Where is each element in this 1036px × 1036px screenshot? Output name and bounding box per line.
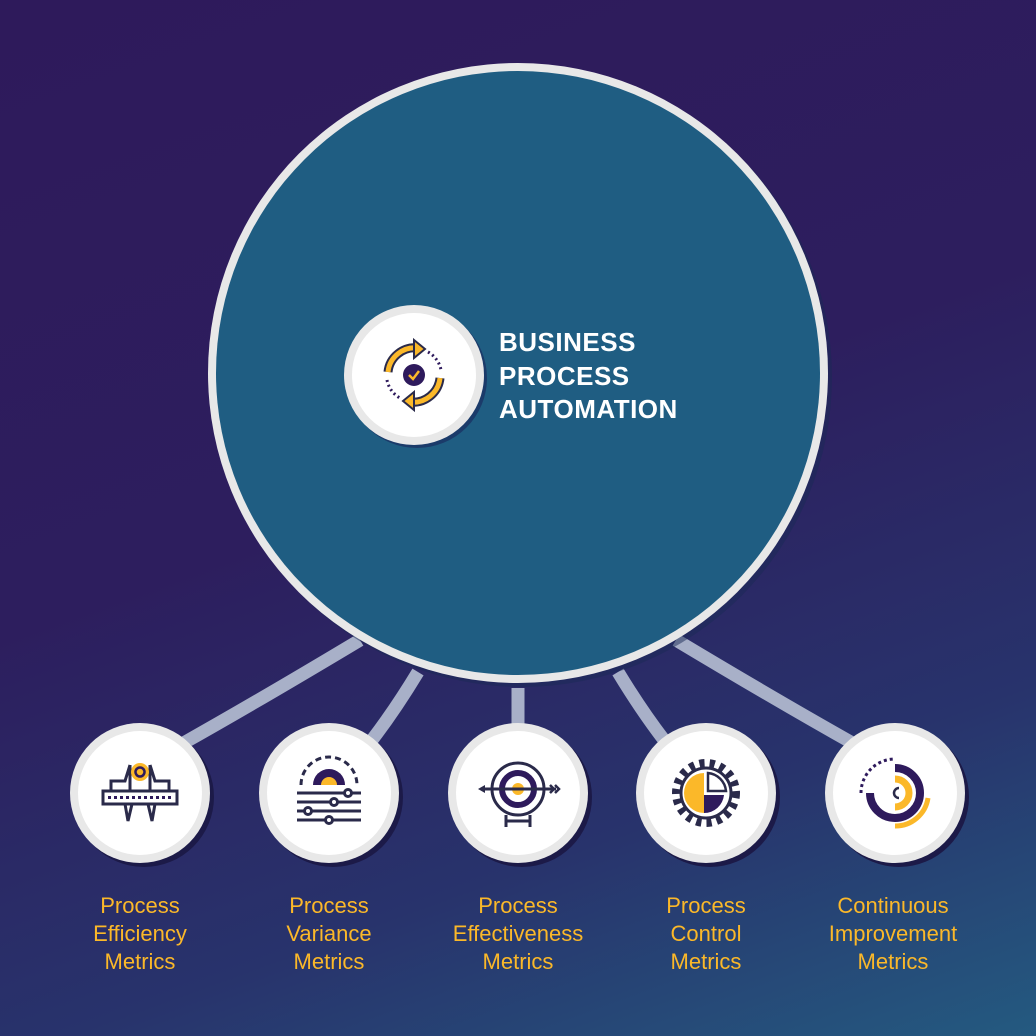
automation-cycle-check-icon [344, 305, 487, 448]
title-line: AUTOMATION [499, 394, 678, 424]
label-line: Continuous [837, 893, 949, 918]
concentric-progress-icon [825, 723, 969, 867]
label-line: Improvement [828, 921, 958, 946]
label-line: Metrics [293, 949, 365, 974]
label-process-efficiency-metrics: Process Efficiency Metrics [50, 892, 230, 976]
connector-variance [366, 668, 424, 744]
label-line: Effectiveness [452, 921, 584, 946]
caliper-icon [70, 723, 214, 867]
main-circle [216, 71, 820, 675]
label-process-control-metrics: Process Control Metrics [616, 892, 796, 976]
label-line: Process [666, 893, 746, 918]
connector-efficiency [176, 634, 364, 751]
connector-control [612, 668, 670, 744]
metric-circles [70, 723, 969, 867]
target-arrow-icon [448, 723, 592, 867]
center-title: BUSINESS PROCESS AUTOMATION [499, 326, 678, 427]
label-process-variance-metrics: Process Variance Metrics [239, 892, 419, 976]
label-line: Variance [286, 921, 372, 946]
label-line: Metrics [670, 949, 742, 974]
connector-improvement [672, 634, 860, 751]
label-line: Process [478, 893, 558, 918]
label-line: Metrics [104, 949, 176, 974]
label-line: Process [289, 893, 369, 918]
gear-pie-chart-icon [636, 723, 780, 867]
label-process-effectiveness-metrics: Process Effectiveness Metrics [428, 892, 608, 976]
label-line: Metrics [857, 949, 929, 974]
label-continuous-improvement-metrics: Continuous Improvement Metrics [803, 892, 983, 976]
label-line: Process [100, 893, 180, 918]
label-line: Control [670, 921, 742, 946]
title-line: BUSINESS [499, 327, 636, 357]
connectors [176, 634, 860, 751]
gear-sliders-icon [259, 723, 403, 867]
label-line: Efficiency [93, 921, 187, 946]
title-line: PROCESS [499, 360, 630, 391]
label-line: Metrics [482, 949, 554, 974]
